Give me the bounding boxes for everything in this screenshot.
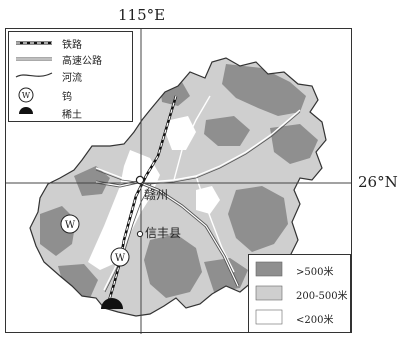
highland-area [74,166,110,196]
ganzhou-marker [135,175,145,185]
river [104,183,152,293]
river [95,111,301,185]
river [103,181,151,291]
highland-area [228,186,288,252]
highland-area [270,124,318,164]
region-boundary [29,57,327,317]
railway [106,95,178,305]
svg-text:W: W [22,91,31,100]
longitude-label: 115°E [118,6,166,24]
legend-symbols: W [8,31,133,122]
tungsten-icon: W [110,247,130,267]
legend-tungsten-label: 钨 [62,92,72,103]
river-network [95,95,301,291]
latitude-label: 26°N [358,173,398,191]
legend-expressway-label: 高速公路 [62,56,102,67]
river [173,95,211,181]
legend-railway-label: 铁路 [62,40,82,51]
legend-river-label: 河流 [62,73,82,84]
map-frame [5,28,352,333]
tungsten-icon: W [60,214,80,234]
city-label-ganzhou: 赣州 [144,188,169,202]
legend-swatch-mid [255,285,283,301]
svg-text:W: W [65,220,76,231]
legend-high-label: >500米 [296,267,334,278]
highland-area [204,116,250,146]
highland-area [222,64,306,116]
legend-rare-earth-label: 稀土 [62,110,82,121]
river [195,175,235,273]
svg-text:W: W [115,253,126,264]
legend-swatch-high [255,261,283,277]
highland-area [144,234,202,298]
lowland-area [166,116,196,150]
city-label-xinfeng: 信丰县 [145,226,182,240]
legend-elevation [248,254,351,333]
expressway [95,180,240,287]
legend-swatch-low [255,309,283,325]
xinfeng-marker [136,230,144,238]
legend-mid-label: 200-500米 [296,291,348,302]
rare-earth-icon [101,298,123,309]
legend-low-label: <200米 [296,315,334,326]
river-banks [95,111,301,293]
